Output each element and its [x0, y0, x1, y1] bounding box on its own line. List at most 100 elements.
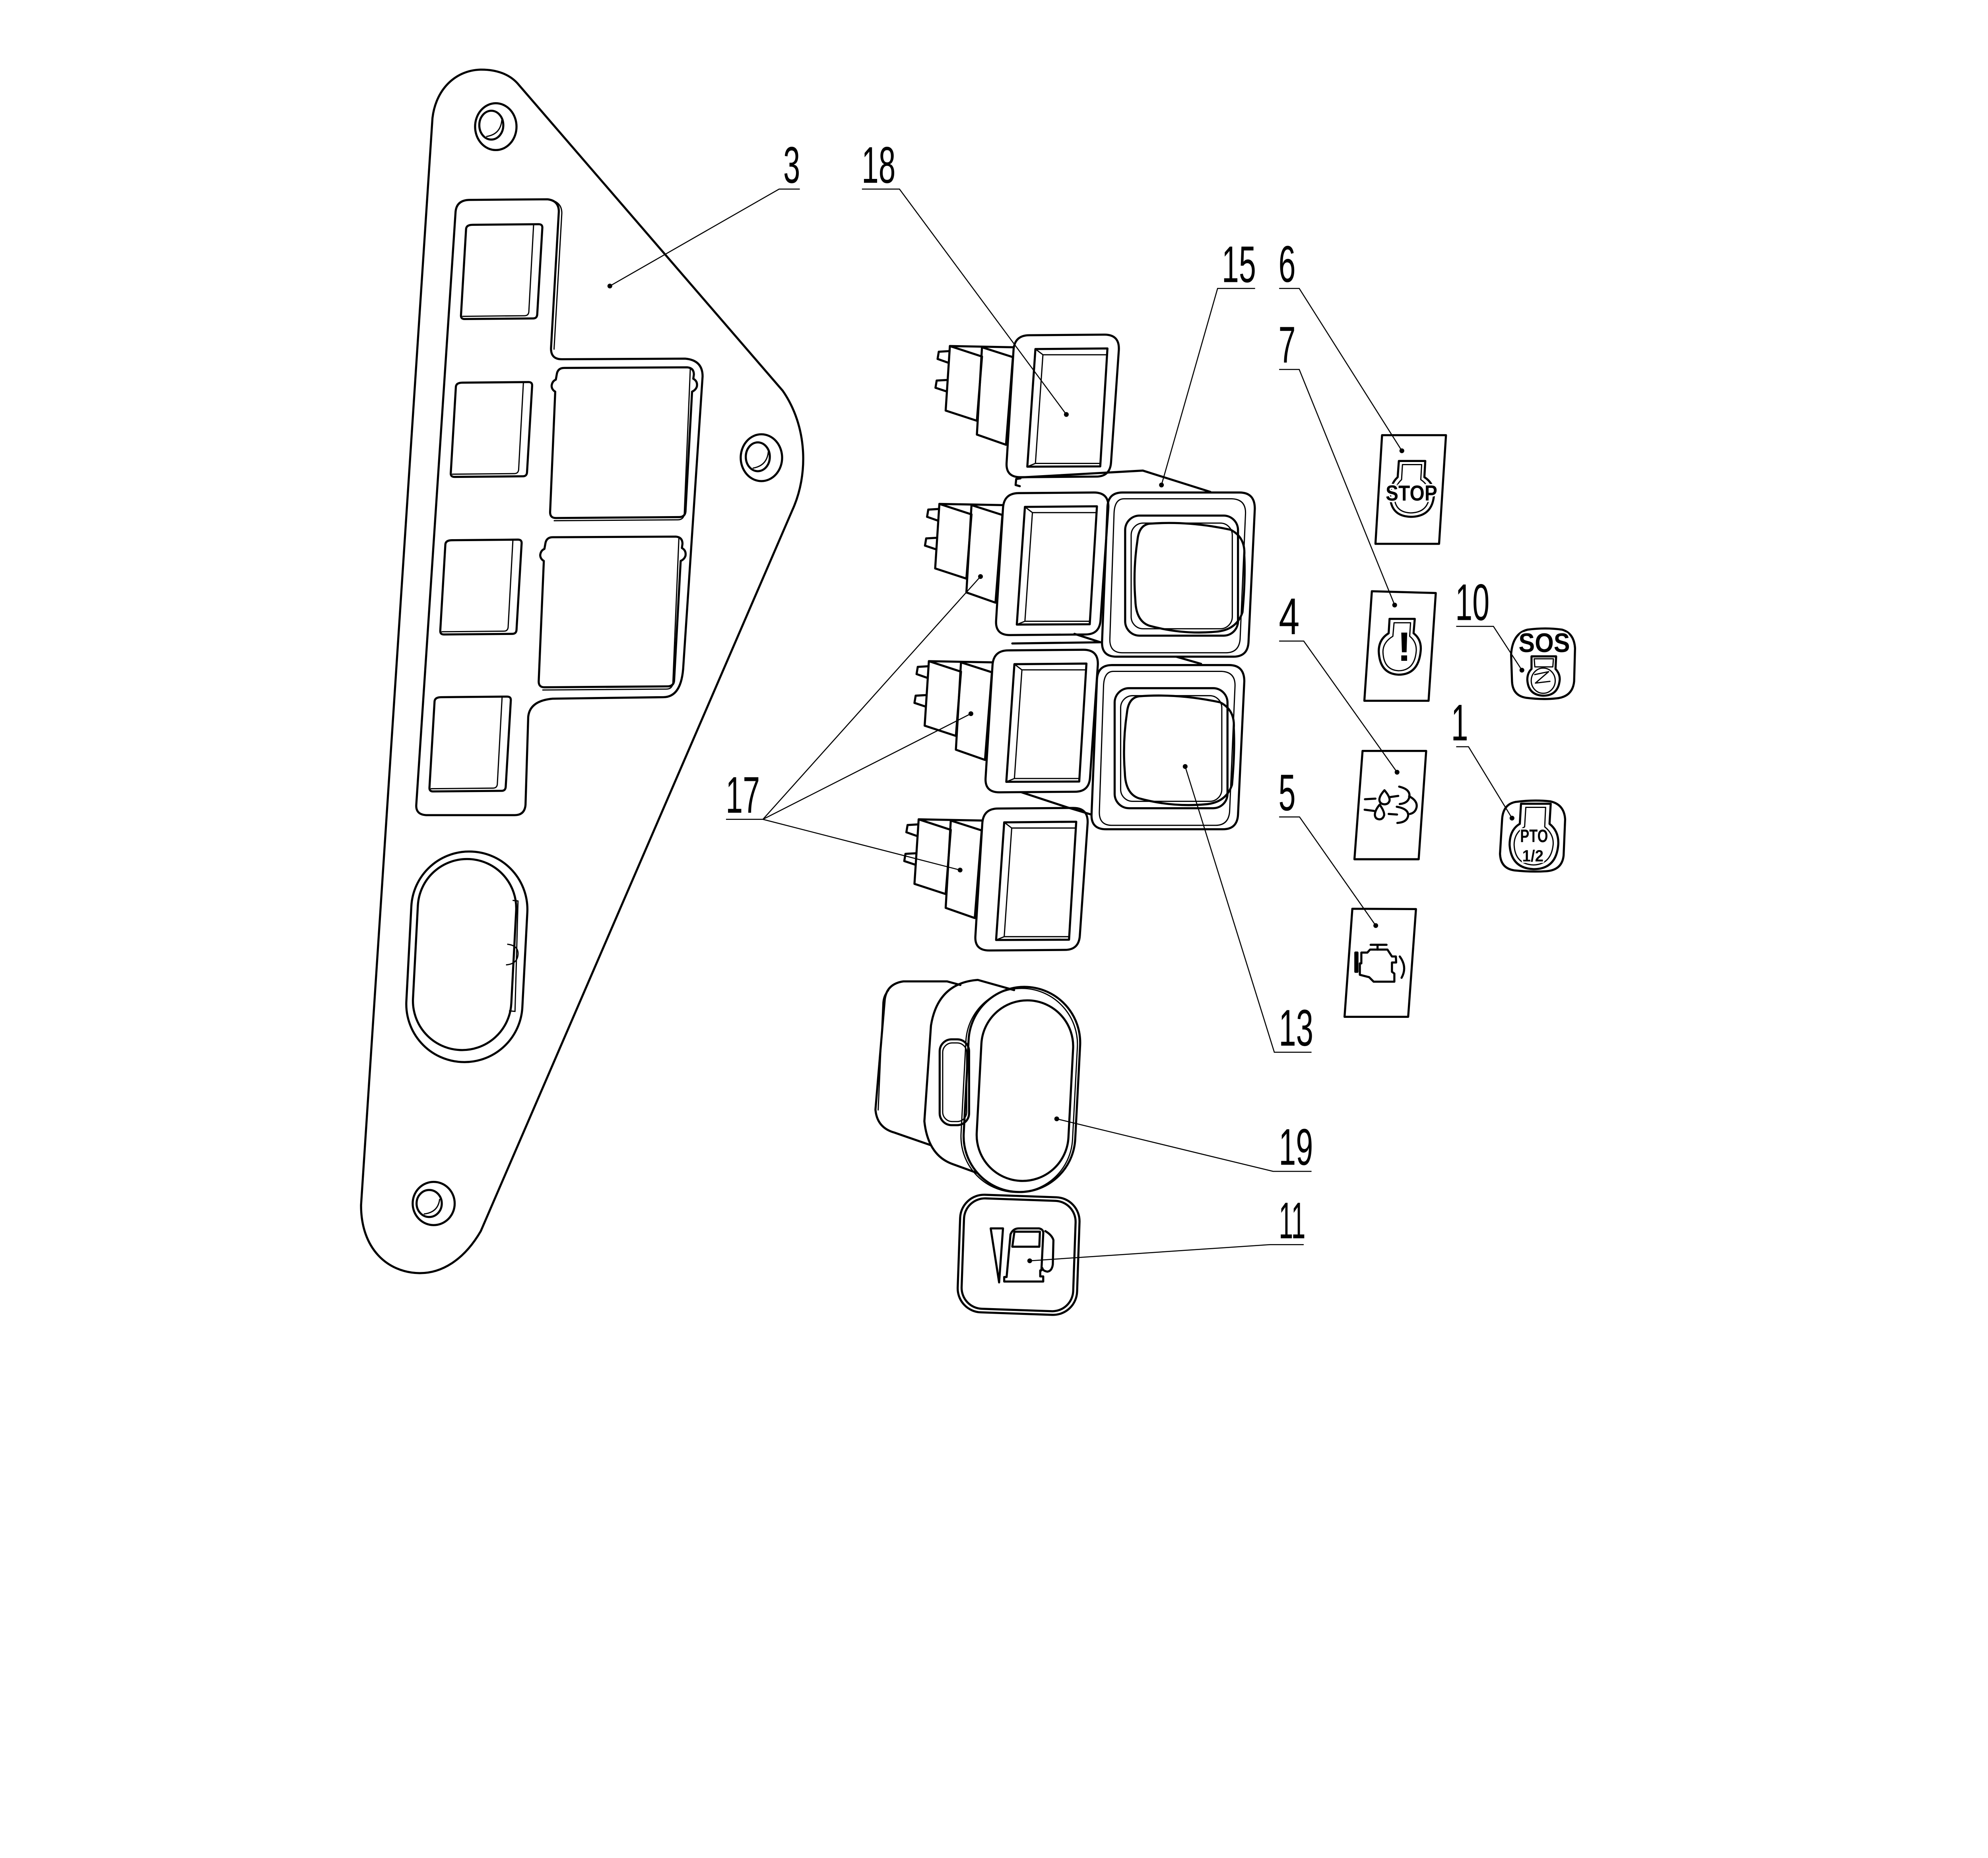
double-switch-housing-15[interactable]	[1011, 469, 1256, 831]
switch-window	[1005, 662, 1088, 783]
anchor-dot-6	[1399, 448, 1404, 453]
sos-cap-10[interactable]: SOS	[1510, 627, 1576, 700]
anchor-dot-10	[1519, 668, 1524, 673]
warning-text: !	[1397, 623, 1411, 670]
switch-pin	[903, 852, 917, 866]
housing-tab	[1014, 477, 1022, 487]
oval-switch-rear-rim	[878, 990, 889, 1111]
oval-switch-side-slot-inner	[942, 1042, 967, 1122]
anchor-dot-13	[1182, 764, 1188, 769]
switch-pin	[934, 379, 948, 392]
engine-stop-icon: STOP	[1384, 460, 1439, 518]
switch-body-rear	[944, 345, 983, 422]
leader-5	[1279, 816, 1376, 926]
push-button-upper[interactable]	[1101, 491, 1256, 658]
switch-slot-4	[428, 695, 512, 793]
anchor-dot-19	[1054, 1116, 1059, 1122]
callout-7: 7	[1279, 316, 1296, 374]
parts-diagram: STOP ! SOS	[360, 68, 1576, 1316]
anchor-dot-4	[1394, 770, 1400, 775]
callout-5: 5	[1279, 763, 1296, 821]
leader-11	[1029, 1244, 1304, 1262]
engine-decal-5[interactable]	[1343, 907, 1417, 1018]
switch-bevel	[1027, 348, 1107, 468]
stop-decal-6[interactable]: STOP	[1374, 434, 1447, 545]
pto-icon: PTO 1/2	[1508, 802, 1559, 870]
switch-window	[995, 821, 1077, 941]
pto-text: PTO	[1520, 826, 1548, 846]
fuel-pump-icon	[990, 1227, 1055, 1284]
leader-7	[1279, 369, 1395, 606]
switch-window	[1015, 505, 1098, 626]
leader-19	[1056, 1118, 1312, 1172]
switch-body-top	[928, 660, 993, 664]
callout-19: 19	[1279, 1118, 1313, 1176]
mounting-hole-right	[740, 433, 783, 482]
leader-1	[1456, 746, 1512, 819]
switch-body-rear	[923, 660, 962, 737]
panel-outline	[360, 68, 804, 1274]
leader-6	[1279, 288, 1402, 451]
oval-switch-side-slot	[938, 1038, 970, 1126]
leader-13	[1184, 766, 1312, 1053]
rocker-switch-17a[interactable]	[924, 491, 1110, 636]
switch-pin	[905, 823, 919, 837]
callout-4: 4	[1279, 587, 1299, 645]
pto-cap-1[interactable]: PTO 1/2	[1499, 799, 1567, 873]
switch-pin	[924, 537, 938, 550]
leader-17c	[763, 819, 961, 871]
anchor-dot-1	[1509, 815, 1514, 821]
button-cap	[1133, 522, 1246, 634]
housing-top-edge	[1019, 469, 1211, 493]
anchor-dot-17c	[957, 868, 963, 873]
switch-bezel	[984, 648, 1099, 794]
anchor-dot-17b	[968, 711, 973, 716]
leader-lines	[607, 188, 1524, 1264]
callout-3: 3	[783, 136, 800, 194]
switch-pin	[936, 350, 950, 364]
button-slot-1	[549, 366, 698, 522]
washer-decal-4[interactable]	[1353, 749, 1427, 860]
switch-slot-2	[450, 381, 533, 478]
anchor-dot-11	[1027, 1258, 1032, 1264]
sos-text: SOS	[1518, 628, 1570, 658]
warning-decal-7[interactable]: !	[1363, 590, 1437, 702]
oval-switch-19[interactable]	[874, 979, 1083, 1195]
switch-bezel	[974, 807, 1089, 952]
anchor-dot-18	[1064, 412, 1069, 417]
switch-slot-1	[460, 223, 544, 320]
rocker-switch-17b[interactable]	[913, 648, 1099, 794]
switch-body-rear	[934, 503, 973, 580]
switch-window	[1026, 347, 1109, 468]
leader-15	[1161, 288, 1255, 485]
callout-15: 15	[1222, 235, 1256, 293]
engine-warning-icon: !	[1378, 617, 1422, 676]
anchor-dot-17a	[978, 574, 983, 579]
anchor-dot-7	[1392, 602, 1397, 608]
housing-link-lines	[1011, 633, 1202, 816]
rocker-switch-18[interactable]	[934, 333, 1120, 478]
pto-fraction-text: 1/2	[1522, 846, 1543, 865]
oval-switch-face	[975, 999, 1074, 1182]
switch-body-front	[976, 346, 1014, 446]
rocker-switch-17c[interactable]	[903, 807, 1089, 952]
switch-recess-rim	[547, 198, 563, 350]
switch-body-front	[965, 504, 1004, 604]
fuel-cap-11[interactable]	[957, 1194, 1081, 1316]
switch-bevel	[1006, 664, 1086, 782]
anchor-dot-3	[607, 283, 612, 289]
washer-icon	[1363, 785, 1418, 824]
callout-17: 17	[726, 766, 760, 824]
switch-pin	[926, 508, 940, 522]
dashboard-panel[interactable]	[360, 68, 804, 1274]
push-button-13[interactable]	[1090, 664, 1246, 831]
mounting-hole-bottom	[412, 1180, 456, 1226]
switch-pin	[913, 694, 928, 708]
anchor-dot-5	[1373, 923, 1378, 928]
button-slot-2	[538, 535, 687, 691]
switch-pin	[915, 665, 929, 679]
anchor-dot-15	[1159, 482, 1164, 487]
switch-bezel	[995, 491, 1110, 636]
callout-10: 10	[1455, 573, 1489, 631]
callout-labels: 3 18 15 6 7 10 4 1 5 13 17 19 11	[726, 136, 1489, 1250]
